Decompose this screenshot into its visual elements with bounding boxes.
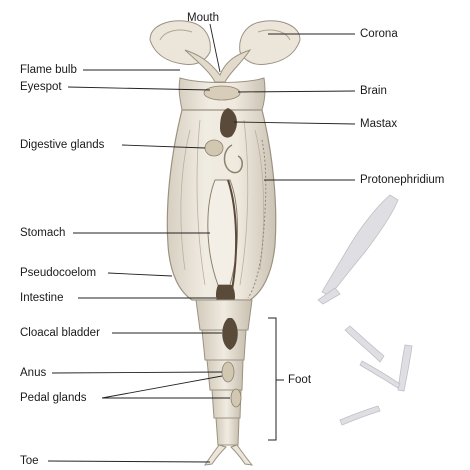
label-intestine: Intestine xyxy=(20,292,63,305)
label-pedal-glands: Pedal glands xyxy=(20,392,87,405)
corona-shape xyxy=(150,21,300,82)
digestive-gland-shape xyxy=(205,140,223,156)
label-digestive-glands: Digestive glands xyxy=(20,139,104,152)
label-corona: Corona xyxy=(360,28,398,41)
label-foot: Foot xyxy=(288,374,311,387)
label-toe: Toe xyxy=(20,455,39,468)
brain-shape xyxy=(204,86,240,100)
label-mastax: Mastax xyxy=(360,118,397,131)
label-eyespot: Eyespot xyxy=(20,81,62,94)
toe-shapes xyxy=(205,445,252,465)
label-flame-bulb: Flame bulb xyxy=(20,64,77,77)
label-anus: Anus xyxy=(20,367,46,380)
label-pseudocoelom: Pseudocoelom xyxy=(20,267,96,280)
label-cloacal-bladder: Cloacal bladder xyxy=(20,327,100,340)
foot-bracket xyxy=(268,318,276,440)
background-rotifer-figures xyxy=(318,195,412,425)
label-protonephridium: Protonephridium xyxy=(360,174,470,187)
label-brain: Brain xyxy=(360,85,387,98)
label-mouth: Mouth xyxy=(187,12,219,25)
label-stomach: Stomach xyxy=(20,227,65,240)
